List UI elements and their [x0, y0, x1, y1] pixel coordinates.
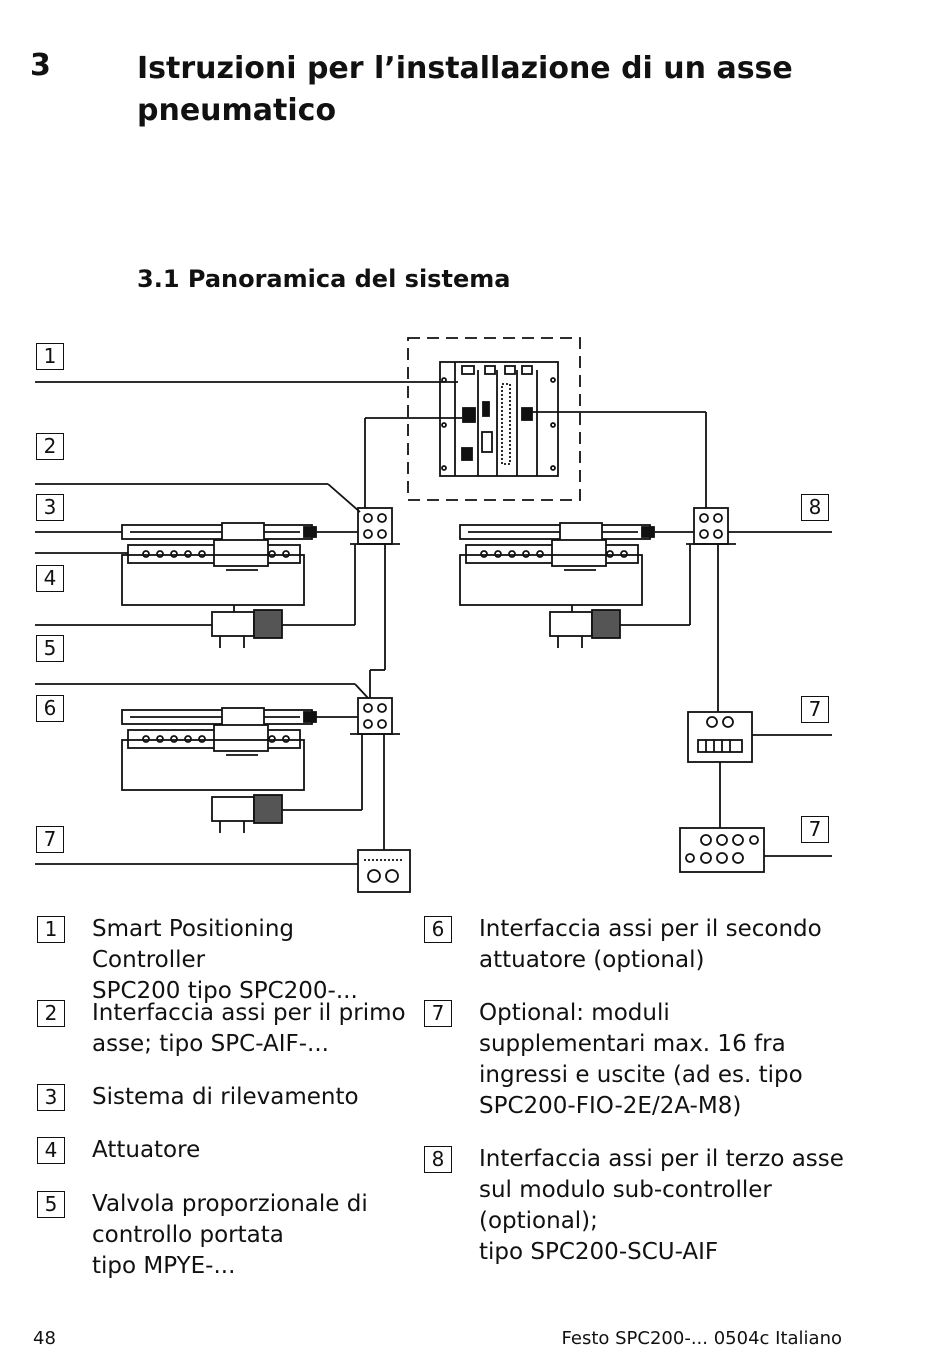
- callout-2: 2: [36, 433, 64, 460]
- io-module-1: [357, 849, 411, 893]
- legend-text-6: Interfaccia assi per il secondo attuator…: [479, 916, 822, 973]
- callout-3: 3: [36, 494, 64, 521]
- chapter-number: 3: [30, 48, 51, 83]
- legend-number-5: 5: [37, 1191, 65, 1218]
- chapter-title: Istruzioni per l’installazione di un ass…: [137, 51, 793, 128]
- callout-7-right-lower: 7: [801, 816, 829, 843]
- valve-1: [211, 605, 283, 648]
- actuator-1: [121, 522, 317, 606]
- io-module-3: [679, 827, 765, 873]
- controller-frame: [407, 337, 581, 501]
- legend-text-8: Interfaccia assi per il terzo asse sul m…: [479, 1146, 844, 1265]
- valve-3: [549, 605, 621, 648]
- legend-text-7: Optional: moduli supplementari max. 16 f…: [479, 1000, 803, 1119]
- callout-7-right-upper: 7: [801, 696, 829, 723]
- controller-spc200: [439, 361, 559, 477]
- legend-text-1: Smart Positioning Controller SPC200 tipo…: [92, 916, 358, 1004]
- callout-4: 4: [36, 565, 64, 592]
- callout-8: 8: [801, 494, 829, 521]
- legend-number-4: 4: [37, 1137, 65, 1164]
- legend-text-3: Sistema di rilevamento: [92, 1084, 359, 1110]
- axis-interface-3: [686, 507, 736, 545]
- section-title: 3.1 Panoramica del sistema: [137, 265, 511, 293]
- valve-2: [211, 794, 283, 833]
- legend-text-5: Valvola proporzionale di controllo porta…: [92, 1191, 368, 1279]
- legend-number-7: 7: [424, 1000, 452, 1027]
- callout-6: 6: [36, 695, 64, 722]
- axis-interface-1: [350, 507, 400, 545]
- axis-interface-2: [350, 697, 400, 735]
- document-reference: Festo SPC200-... 0504c Italiano: [561, 1328, 842, 1349]
- callout-7-left: 7: [36, 826, 64, 853]
- actuator-3: [459, 522, 655, 606]
- callout-5: 5: [36, 635, 64, 662]
- legend-number-3: 3: [37, 1084, 65, 1111]
- legend-number-8: 8: [424, 1146, 452, 1173]
- legend-number-1: 1: [37, 916, 65, 943]
- page-number: 48: [33, 1328, 56, 1349]
- actuator-2: [121, 707, 317, 791]
- legend-text-2: Interfaccia assi per il primo asse; tipo…: [92, 1000, 406, 1057]
- legend-text-4: Attuatore: [92, 1137, 201, 1163]
- io-module-2: [687, 711, 753, 763]
- system-diagram: [35, 337, 832, 893]
- callout-1: 1: [36, 343, 64, 370]
- legend-number-2: 2: [37, 1000, 65, 1027]
- legend-number-6: 6: [424, 916, 452, 943]
